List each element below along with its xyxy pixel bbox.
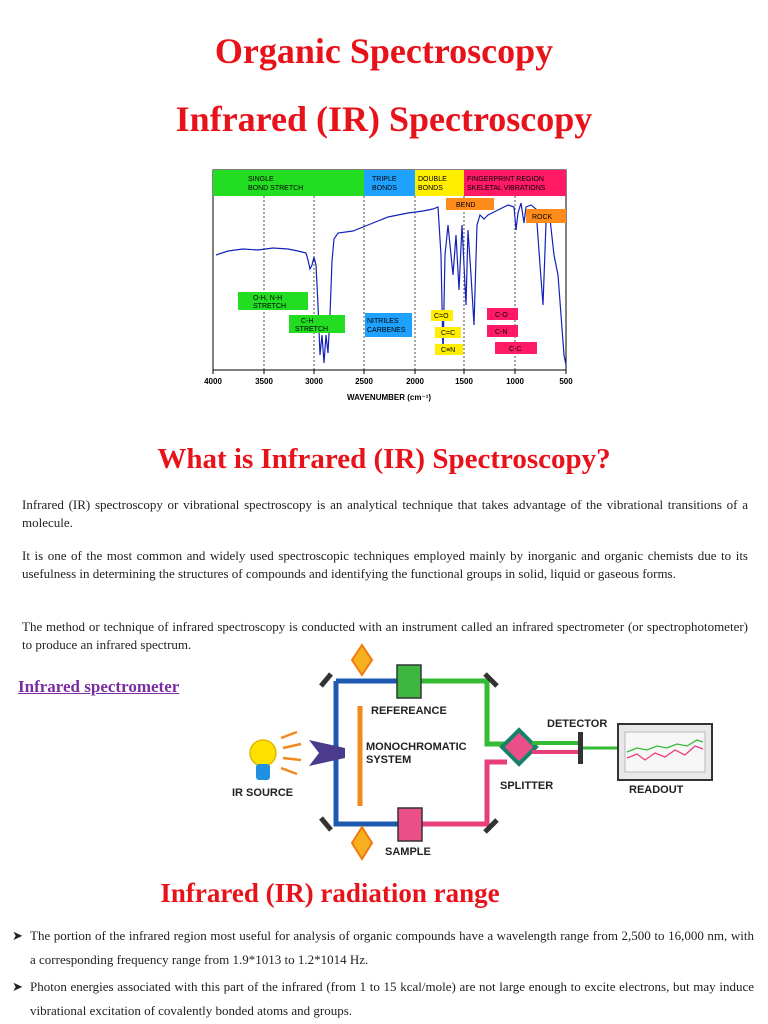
region-fingerprint (464, 170, 566, 196)
detector-plate (578, 732, 583, 764)
mono-label-2: SYSTEM (366, 754, 411, 766)
bullet-text: Photon energies associated with this par… (30, 979, 754, 1018)
label-ch-1: C-H (301, 318, 313, 325)
bullet-arrow-icon: ➤ (12, 979, 23, 994)
region-single-bond (213, 170, 364, 196)
ir-spectrum-figure: SINGLE BOND STRETCH TRIPLE BONDS DOUBLE … (204, 169, 573, 402)
splitter-label: SPLITTER (500, 780, 553, 792)
region-double-bonds (415, 170, 464, 196)
mirror-top-right (483, 672, 499, 688)
bullet-arrow-icon: ➤ (12, 928, 23, 943)
mono-label-1: MONOCHROMATIC (366, 741, 467, 753)
label-box-bend (446, 198, 494, 210)
spectrum-plot-frame (212, 169, 567, 371)
reference-label: REFEREANCE (371, 705, 447, 717)
label-cn-single: C-N (495, 329, 507, 336)
label-ch-2: STRETCH (295, 326, 328, 333)
tick-1000: 1000 (506, 377, 524, 386)
x-axis-label: WAVENUMBER (cm⁻¹) (347, 393, 431, 402)
region-label-bonds: BONDS (372, 185, 397, 192)
tick-3500: 3500 (255, 377, 273, 386)
label-box-co (431, 310, 453, 321)
label-co-single: C-O (495, 312, 508, 319)
label-box-rock (526, 209, 566, 223)
label-box-cc-double (435, 327, 461, 338)
ir-source-base (256, 764, 270, 780)
region-label-fingerprint: FINGERPRINT REGION (467, 176, 544, 183)
ir-source-bulb (249, 739, 277, 767)
label-cc-double: C=C (441, 330, 455, 337)
label-box-co-single (487, 308, 518, 320)
label-box-nitriles (365, 313, 412, 337)
beam-top-green (400, 678, 507, 747)
label-cn-triple: C≡N (441, 347, 455, 354)
spectrometer-heading: Infrared spectrometer (18, 677, 180, 696)
range-bullet: ➤ The portion of the infrared region mos… (12, 924, 754, 972)
tick-2500: 2500 (355, 377, 373, 386)
tick-500: 500 (559, 377, 573, 386)
mirror-bottom-right (483, 818, 499, 834)
tick-3000: 3000 (305, 377, 323, 386)
what-is-heading: What is Infrared (IR) Spectroscopy? (157, 443, 611, 475)
tick-1500: 1500 (455, 377, 473, 386)
paragraph-usage: It is one of the most common and widely … (22, 548, 748, 581)
region-label-triple: TRIPLE (372, 176, 397, 183)
bullet-text: The portion of the infrared region most … (30, 928, 754, 967)
label-box-cn-single (487, 325, 518, 337)
splitter-prism (499, 727, 539, 767)
source-focuser (309, 740, 345, 766)
label-box-oh-nh (238, 292, 308, 310)
label-box-cc-single (495, 342, 537, 354)
paragraph-method: The method or technique of infrared spec… (22, 619, 748, 652)
beam-left (333, 681, 405, 827)
label-oh-nh-1: O-H, N-H (253, 295, 282, 302)
spectrum-trace (215, 202, 567, 366)
label-box-cn-triple (435, 344, 463, 355)
tick-2000: 2000 (406, 377, 424, 386)
label-bend: BEND (456, 202, 475, 209)
readout-graph-area (624, 731, 706, 773)
lens-top (350, 643, 374, 677)
range-heading: Infrared (IR) radiation range (160, 878, 500, 908)
tick-4000: 4000 (204, 377, 222, 386)
region-label-double: DOUBLE (418, 176, 447, 183)
readout-label: READOUT (629, 784, 684, 796)
ir-source-rays (280, 730, 302, 776)
mirror-top-left (319, 672, 333, 688)
label-box-ch (289, 315, 345, 333)
label-nitriles-2: CARBENES (367, 327, 406, 334)
lens-bottom (350, 825, 374, 861)
sample-label: SAMPLE (385, 846, 431, 858)
ir-source-label: IR SOURCE (232, 787, 293, 799)
spectrometer-diagram: REFEREANCE SAMPLE MONOCHROMATIC SYSTEM I… (232, 643, 713, 861)
paragraph-definition: Infrared (IR) spectroscopy or vibrationa… (22, 497, 748, 530)
beam-bottom-pink (405, 759, 507, 827)
label-oh-nh-2: STRETCH (253, 303, 286, 310)
reference-cell (396, 664, 422, 699)
label-nitriles-1: NITRILES (367, 318, 399, 325)
label-rock: ROCK (532, 214, 553, 221)
region-label-bond-stretch: BOND STRETCH (248, 185, 303, 192)
region-label-bonds-2: BONDS (418, 185, 443, 192)
readout-pink-trace (626, 745, 704, 761)
detector-label: DETECTOR (547, 718, 607, 730)
readout-green-trace (626, 739, 704, 753)
sample-cell (397, 807, 423, 842)
label-cc-single: C-C (509, 346, 521, 353)
range-bullet: ➤ Photon energies associated with this p… (12, 975, 754, 1023)
mirror-bottom-left (319, 816, 333, 832)
region-label-skeletal: SKELETAL VIBRATIONS (467, 185, 546, 192)
page-title: Organic Spectroscopy (214, 31, 554, 71)
region-triple-bonds (364, 170, 415, 196)
x-axis-tick-labels: 4000 3500 3000 2500 2000 1500 1000 500 (204, 377, 573, 386)
ir-title: Infrared (IR) Spectroscopy (175, 99, 593, 139)
region-label-single: SINGLE (248, 176, 274, 183)
label-co: C=O (434, 313, 449, 320)
x-axis-ticks (212, 370, 567, 374)
